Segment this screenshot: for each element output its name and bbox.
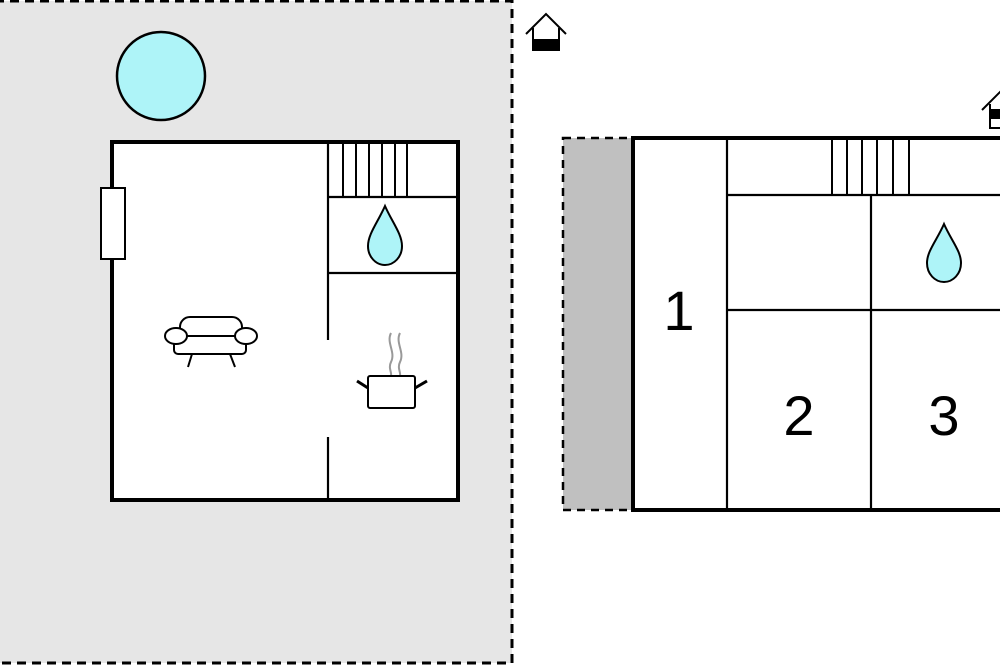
stairs-icon (342, 142, 408, 197)
room-label-2: 2 (783, 384, 814, 447)
room-label-1: 1 (663, 279, 694, 342)
sofa-icon (164, 316, 258, 368)
steam (388, 332, 403, 377)
interior-walls-upper (725, 138, 1000, 510)
interior-walls-ground (326, 142, 458, 500)
ground-floor-outline (110, 140, 460, 502)
water-drop-icon (925, 221, 963, 284)
house-floor-icon (981, 90, 1000, 129)
balcony-area (561, 136, 635, 512)
house-floor-icon (525, 12, 567, 51)
window (100, 187, 126, 260)
upper-floor-outline (631, 136, 1000, 512)
cooking-pot-icon (356, 332, 428, 409)
stairs-icon (831, 138, 910, 195)
pool-circle-icon (115, 30, 207, 122)
room-label-3: 3 (928, 384, 959, 447)
water-drop-icon (366, 203, 404, 267)
